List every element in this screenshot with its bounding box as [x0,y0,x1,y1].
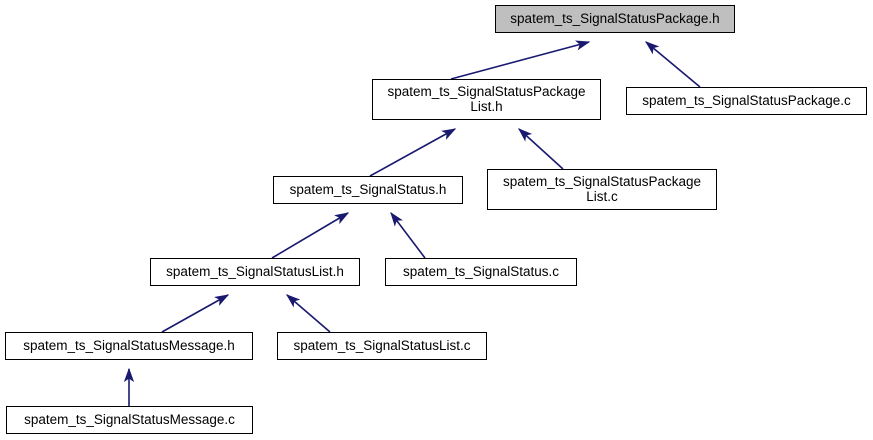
node-label: spatem_ts_SignalStatus.c [402,263,560,279]
node-label: spatem_ts_SignalStatusList.c [293,337,471,353]
dependency-edges [123,40,701,406]
node-status_h[interactable]: spatem_ts_SignalStatus.h [273,176,463,204]
node-msg_c[interactable]: spatem_ts_SignalStatusMessage.c [6,406,253,434]
node-label: spatem_ts_SignalStatusPackage.h [510,10,720,26]
node-pkglist_c[interactable]: spatem_ts_SignalStatusPackage List.c [487,169,717,210]
node-statuslist_c[interactable]: spatem_ts_SignalStatusList.c [277,332,487,360]
node-label: spatem_ts_SignalStatusList.h [166,263,344,279]
node-pkglist_h[interactable]: spatem_ts_SignalStatusPackage List.h [372,79,601,120]
edge-msg_h-to-statuslist_h [161,294,230,333]
edge-status_h-to-pkglist_h [369,128,457,177]
node-label: spatem_ts_SignalStatusPackage List.c [502,174,702,204]
edge-pkglist_c-to-pkglist_h [518,128,564,170]
node-label: spatem_ts_SignalStatusPackage.c [642,92,851,108]
edge-statuslist_c-to-statuslist_h [286,294,331,333]
edge-status_c-to-status_h [390,211,426,259]
node-pkg_h[interactable]: spatem_ts_SignalStatusPackage.h [495,5,735,33]
node-pkg_c[interactable]: spatem_ts_SignalStatusPackage.c [626,87,867,115]
node-label: spatem_ts_SignalStatusMessage.h [23,337,235,353]
node-label: spatem_ts_SignalStatusMessage.c [24,411,235,427]
node-msg_h[interactable]: spatem_ts_SignalStatusMessage.h [5,332,253,360]
node-label: spatem_ts_SignalStatusPackage List.h [387,84,586,114]
edge-pkglist_h-to-pkg_h [450,40,591,80]
node-status_c[interactable]: spatem_ts_SignalStatus.c [385,258,577,286]
node-statuslist_h[interactable]: spatem_ts_SignalStatusList.h [150,258,360,286]
node-label: spatem_ts_SignalStatus.h [289,181,447,197]
edge-pkg_c-to-pkg_h [645,41,701,88]
edge-statuslist_h-to-status_h [271,212,350,259]
